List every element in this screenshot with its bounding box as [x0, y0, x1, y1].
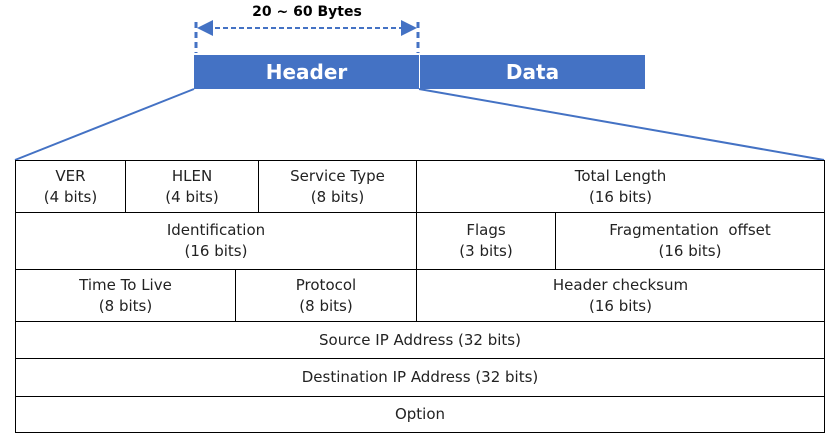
field-ttl: Time To Live (8 bits) [15, 269, 236, 322]
field-service-type: Service Type (8 bits) [258, 160, 417, 213]
field-size: (4 bits) [165, 187, 219, 206]
field-name: Destination IP Address (32 bits) [301, 368, 539, 386]
field-header-checksum: Header checksum (16 bits) [416, 269, 825, 322]
field-name: HLEN [171, 166, 213, 185]
field-destination-ip: Destination IP Address (32 bits) [15, 358, 825, 397]
field-name: Flags [466, 221, 506, 239]
field-identification: Identification (16 bits) [15, 212, 417, 270]
field-fragmentation-offset: Fragmentation offset (16 bits) [555, 212, 825, 270]
field-size: (8 bits) [310, 187, 365, 206]
field-name: Option [394, 405, 446, 423]
field-name: Total Length [574, 166, 667, 185]
field-size: (8 bits) [98, 296, 153, 315]
field-name: VER [55, 166, 86, 185]
data-block: Data [420, 55, 645, 89]
header-block: Header [194, 55, 419, 89]
field-source-ip: Source IP Address (32 bits) [15, 321, 825, 359]
field-name: Time To Live [79, 275, 172, 294]
field-name: Header checksum [552, 275, 689, 294]
field-name: Service Type [290, 166, 385, 185]
field-size: (16 bits) [658, 242, 722, 260]
field-option: Option [15, 396, 825, 433]
field-total-length: Total Length (16 bits) [416, 160, 825, 213]
field-size: (16 bits) [589, 187, 652, 206]
field-size: (16 bits) [589, 296, 652, 315]
field-hlen: HLEN (4 bits) [125, 160, 259, 213]
field-name: Fragmentation offset [609, 221, 771, 239]
field-name: Source IP Address (32 bits) [319, 330, 521, 349]
field-size: (4 bits) [43, 187, 98, 206]
field-flags: Flags (3 bits) [416, 212, 556, 270]
expand-line-right [418, 88, 825, 161]
field-name: Protocol [295, 275, 357, 294]
field-name: Identification [166, 221, 266, 239]
field-size: (16 bits) [184, 242, 248, 260]
field-size: (3 bits) [459, 242, 513, 260]
header-size-label: 20 ~ 60 Bytes [252, 4, 362, 20]
expand-line-left [14, 88, 195, 161]
field-protocol: Protocol (8 bits) [235, 269, 417, 322]
field-size: (8 bits) [299, 296, 353, 315]
field-ver: VER (4 bits) [15, 160, 126, 213]
